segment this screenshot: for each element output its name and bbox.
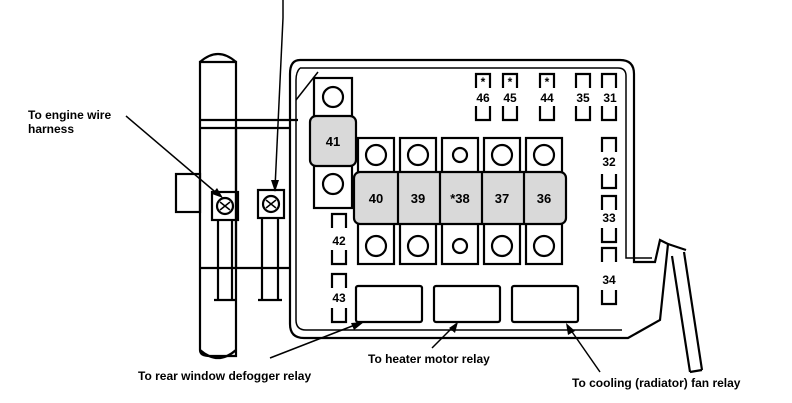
star-mark-44: *	[545, 75, 550, 89]
callout-heater-motor: To heater motor relay	[368, 352, 490, 366]
cooling-fan-relay-socket	[510, 284, 580, 324]
fuse-label-46: 46	[476, 91, 490, 105]
fuse-41: 41	[308, 76, 358, 210]
fuse-label-36: 36	[537, 191, 551, 206]
star-mark-46: *	[481, 75, 486, 89]
fuse-label-43: 43	[332, 291, 346, 305]
side-rod	[667, 242, 704, 374]
heater-motor-relay-socket	[432, 284, 502, 324]
battery-terminals	[210, 188, 286, 302]
callout-engine-wire-line2: harness	[28, 122, 74, 136]
callout-rear-defogger: To rear window defogger relay	[138, 369, 311, 383]
fuse-label-35: 35	[576, 91, 590, 105]
fuse-label-37: 37	[495, 191, 509, 206]
fuse-label-39: 39	[411, 191, 425, 206]
fuse-label-42: 42	[332, 234, 346, 248]
fuse-label-44: 44	[540, 91, 554, 105]
fuse-row: 40 39 *38 37 36	[352, 136, 568, 266]
fuse-label-40: 40	[369, 191, 383, 206]
leader-lines	[125, 0, 601, 373]
fuse-label-34: 34	[602, 273, 616, 287]
mounting-bracket	[174, 52, 298, 360]
fuse-label-45: 45	[503, 91, 517, 105]
rear-defogger-relay-socket	[354, 284, 424, 324]
callout-labels: To engine wire harness To rear window de…	[28, 108, 741, 390]
fuse-label-32: 32	[602, 155, 616, 169]
callout-cooling-fan: To cooling (radiator) fan relay	[572, 376, 741, 390]
fuse-label-31: 31	[603, 91, 617, 105]
small-fuses-left: 42 43	[330, 212, 348, 324]
callout-engine-wire-line1: To engine wire	[28, 108, 111, 122]
fuse-box-housing	[288, 58, 670, 340]
small-fuses-right: 32 33 34	[600, 136, 618, 306]
relay-sockets	[354, 284, 580, 324]
fuse-label-38: *38	[450, 191, 470, 206]
fuse-label-41: 41	[326, 134, 340, 149]
small-fuses-top: * 46 * 45 * 44 35 31	[474, 72, 618, 122]
star-mark-45: *	[508, 75, 513, 89]
fuse-label-33: 33	[602, 211, 616, 225]
